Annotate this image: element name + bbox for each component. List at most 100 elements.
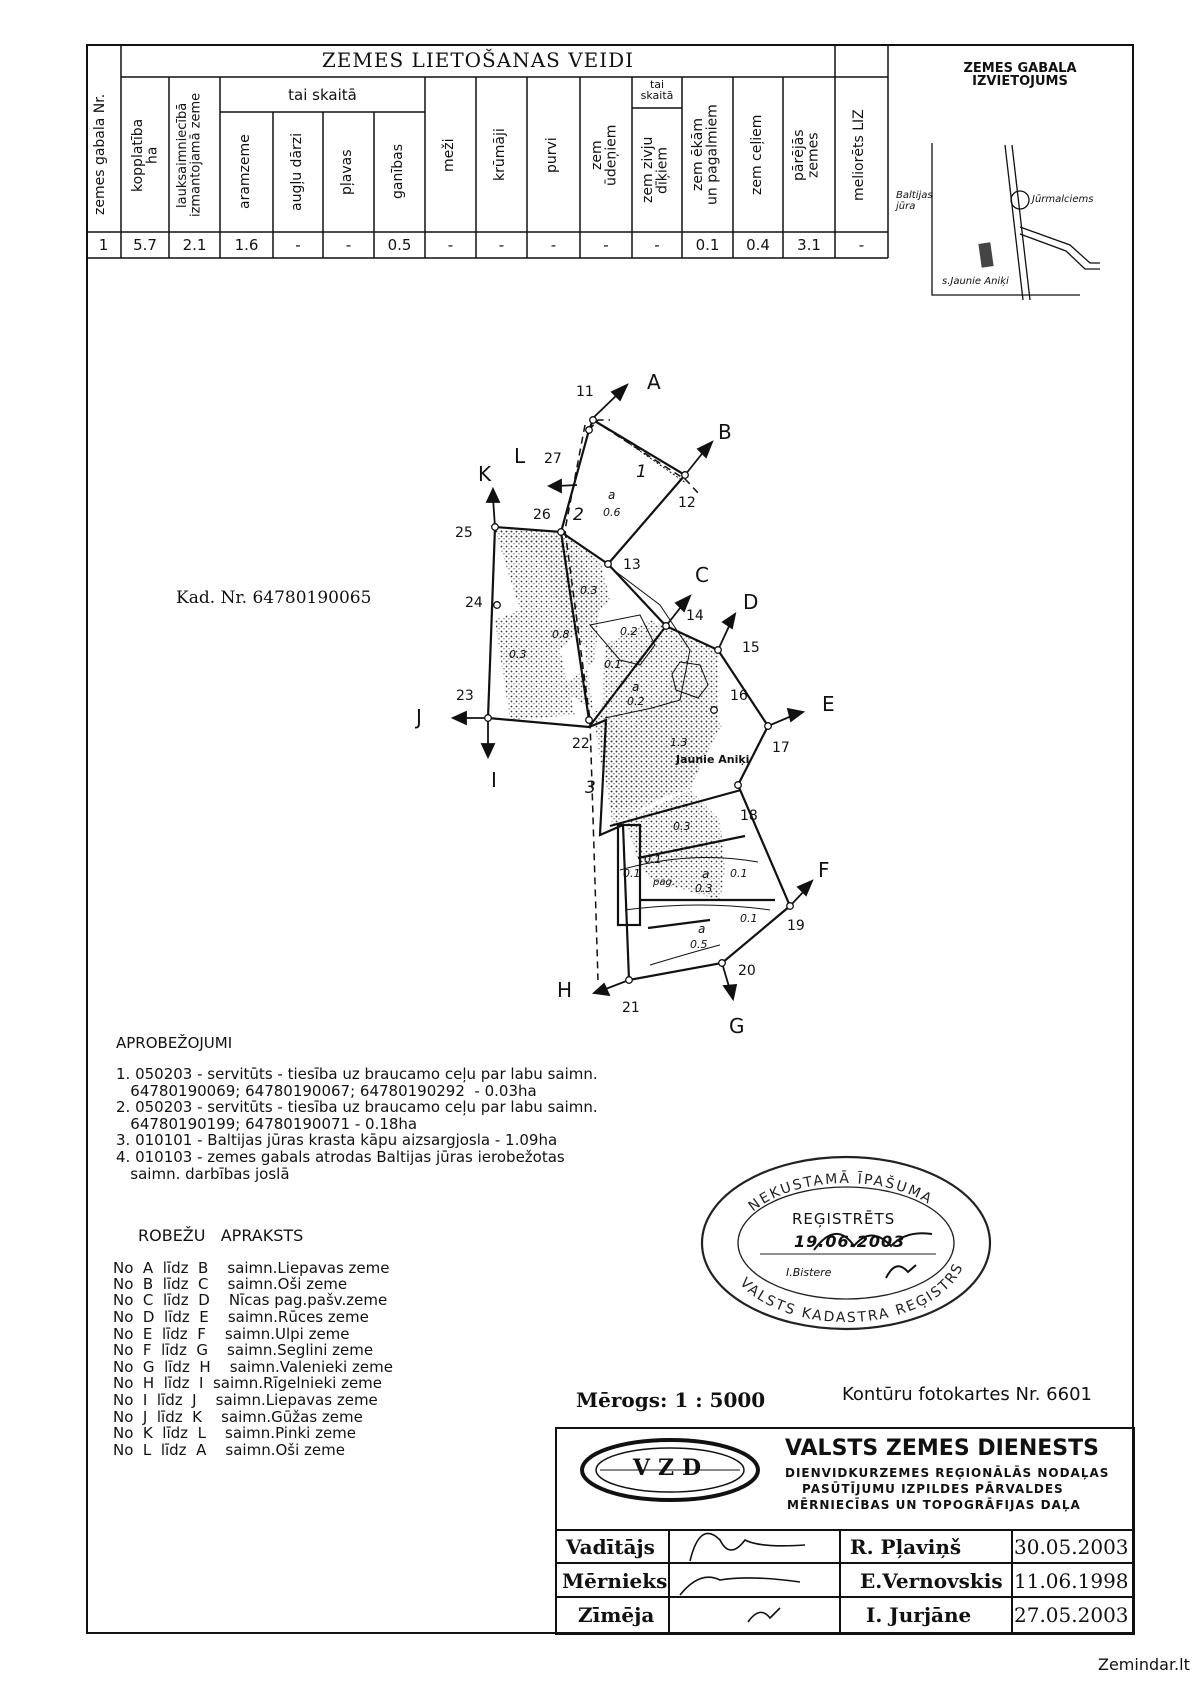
area-value: 0.2 — [627, 695, 645, 708]
point-label: 11 — [576, 384, 594, 400]
row-cell: 2.1 — [182, 236, 207, 254]
row-cell: - — [447, 236, 454, 254]
subgroup-label: tai skaitā — [288, 86, 357, 104]
row-cell: - — [603, 236, 609, 254]
area-value: 1.3 — [670, 736, 688, 749]
inset-sea-label: Baltijas jūra — [896, 190, 933, 212]
border-item: No H līdz I saimn.Rīgelnieki zeme — [113, 1374, 383, 1392]
row-cell: 1 — [98, 236, 109, 254]
restrictions-heading: APROBEŽOJUMI — [116, 1034, 233, 1052]
area-value: 0.1 — [644, 853, 662, 866]
registration-stamp: NEKUSTAMĀ ĪPAŠUMA VALSTS KADASTRA REĢIST… — [700, 1155, 992, 1331]
border-letter: D — [743, 590, 759, 614]
border-item: No D līdz E saimn.Rūces zeme — [113, 1308, 369, 1326]
border-letter: E — [822, 692, 835, 716]
sign-date: 30.05.2003 — [1014, 1535, 1129, 1559]
point-label: 12 — [678, 495, 696, 511]
area-value: 0.8 — [552, 628, 570, 641]
restriction-item: 2. 050203 - servitūts - tiesība uz brauc… — [116, 1098, 598, 1133]
watermark: Zemindar.lt — [1098, 1655, 1190, 1674]
row-cell: - — [858, 236, 865, 254]
border-item: No E līdz F saimn.Ulpi zeme — [113, 1325, 350, 1343]
border-item: No J līdz K saimn.Gūžas zeme — [113, 1408, 363, 1426]
border-item: No L līdz A saimn.Oši zeme — [113, 1441, 345, 1459]
border-item: No B līdz C saimn.Oši zeme — [113, 1275, 348, 1293]
servitude-mark: 2 — [573, 505, 584, 525]
row-cell: 1.6 — [234, 236, 259, 254]
point-label: 20 — [738, 963, 756, 979]
row-cell: - — [498, 236, 505, 254]
point-label: 17 — [772, 740, 790, 756]
area-value: 0.1 — [623, 867, 641, 880]
area-code: a — [702, 867, 710, 881]
row-cell: 0.4 — [746, 236, 770, 254]
area-value: 0.3 — [673, 820, 691, 833]
area-code: a — [698, 922, 706, 936]
point-label: 21 — [622, 1000, 640, 1016]
point-label: 18 — [740, 808, 758, 824]
subgroup2-label: tai skaitā — [640, 78, 674, 102]
row-cell: 3.1 — [797, 236, 821, 254]
person-name: I. Jurjāne — [866, 1603, 972, 1627]
land-use-table-grid — [86, 44, 889, 259]
row-cell: 0.5 — [387, 236, 412, 254]
row-cell: 5.7 — [133, 236, 157, 254]
border-letter: K — [478, 462, 492, 486]
area-value: 0.6 — [603, 506, 621, 519]
row-cell: 0.1 — [695, 236, 720, 254]
borders-heading: ROBEŽU APRAKSTS — [138, 1226, 304, 1245]
border-letter: I — [491, 768, 497, 792]
border-letter: J — [416, 705, 422, 729]
area-value: 0.1 — [730, 867, 748, 880]
stamp-date: 19.06.2003 — [794, 1232, 906, 1251]
point-label: 16 — [730, 688, 748, 704]
org-sub1: DIENVIDKURZEMES REĢIONĀLĀS NODAĻAS — [785, 1466, 1110, 1480]
area-value: 0.3 — [695, 882, 713, 895]
border-item: No G līdz H saimn.Valenieki zeme — [113, 1358, 393, 1376]
parcel-plan — [450, 383, 814, 1002]
row-cell: - — [654, 236, 660, 254]
point-label: 22 — [572, 736, 590, 752]
point-label: 13 — [623, 557, 641, 573]
role-label: Mērnieks — [562, 1569, 668, 1593]
org-sub2: PASŪTĪJUMU IZPILDES PĀRVALDES — [802, 1482, 1064, 1496]
border-item: No K līdz L saimn.Pinki zeme — [113, 1424, 357, 1442]
restriction-item: 4. 010103 - zemes gabals atrodas Baltija… — [116, 1148, 565, 1183]
area-value: 0.5 — [690, 938, 708, 951]
table-title: ZEMES LIETOŠANAS VEIDI — [321, 48, 635, 72]
restriction-item: 3. 010101 - Baltijas jūras krasta kāpu a… — [116, 1131, 558, 1149]
row-cell: - — [295, 236, 301, 254]
vzd-logo-text: VZD — [632, 1455, 710, 1481]
point-label: 19 — [787, 918, 805, 934]
inset-village-label: Jūrmalciems — [1032, 194, 1094, 205]
border-letter: L — [514, 444, 526, 468]
border-letter: G — [729, 1014, 745, 1038]
sign-date: 27.05.2003 — [1014, 1603, 1129, 1627]
border-letter: C — [695, 563, 709, 587]
area-value: 0.3 — [580, 584, 598, 597]
point-label: 25 — [455, 525, 473, 541]
area-value: 0.1 — [740, 912, 758, 925]
scale: Mērogs: 1 : 5000 — [576, 1388, 766, 1412]
servitude-mark: 1 — [636, 462, 647, 482]
servitude-mark: 3 — [585, 778, 596, 798]
point-label: 24 — [465, 595, 483, 611]
org-name: VALSTS ZEMES DIENESTS — [785, 1436, 1099, 1461]
location-title: ZEMES GABALA IZVIETOJUMS — [963, 61, 1077, 89]
person-name: E.Vernovskis — [860, 1569, 1003, 1593]
border-item: No I līdz J saimn.Liepavas zeme — [113, 1391, 378, 1409]
point-label: 26 — [533, 507, 551, 523]
inset-property-label: s.Jaunie Aniķi — [942, 276, 1009, 287]
area-value: 0.2 — [620, 625, 638, 638]
border-item: No C līdz D Nīcas pag.pašv.zeme — [113, 1291, 388, 1309]
border-item: No A līdz B saimn.Liepavas zeme — [113, 1259, 390, 1277]
row-cell: - — [345, 236, 352, 254]
border-item: No F līdz G saimn.Seglini zeme — [113, 1341, 374, 1359]
vzd-logo — [580, 1438, 760, 1502]
point-label: 27 — [544, 451, 562, 467]
role-label: Zīmēja — [578, 1603, 655, 1627]
org-sub3: MĒRNIECĪBAS UN TOPOGRĀFIJAS DAĻA — [787, 1498, 1081, 1512]
area-code: a — [632, 680, 640, 694]
border-letter: H — [557, 978, 573, 1002]
